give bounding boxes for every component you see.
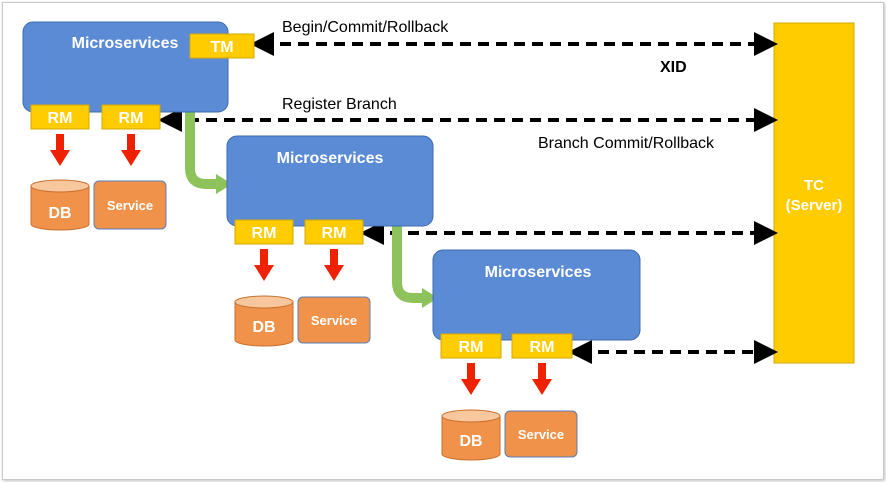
rm-box	[511, 333, 573, 359]
red-down-arrow-icon	[254, 249, 274, 281]
red-down-arrow-icon	[324, 249, 344, 281]
microservice-group-1: Microservices TM RM RM DB Service	[22, 21, 255, 231]
branch-commit-rollback-label: Branch Commit/Rollback	[538, 135, 715, 152]
rm-label: RM	[322, 225, 347, 242]
red-down-arrow-icon	[121, 134, 141, 166]
database-cylinder-icon	[441, 409, 501, 461]
service-box	[93, 180, 167, 230]
tm-box	[189, 33, 255, 59]
xid-label: XID	[660, 59, 687, 76]
service-label: Service	[311, 313, 357, 328]
service-box	[297, 296, 371, 344]
microservice-group-3: Microservices RM RM DB Service	[432, 249, 641, 461]
microservice-label: Microservices	[485, 264, 592, 281]
db-label: DB	[48, 205, 71, 222]
microservice-label: Microservices	[277, 150, 384, 167]
database-cylinder-icon	[30, 179, 90, 231]
tc-connectors	[158, 32, 778, 364]
begin-commit-rollback-label: Begin/Commit/Rollback	[282, 19, 449, 36]
rm-box	[234, 219, 294, 245]
tc-server-box	[773, 22, 855, 364]
tc-subtitle: (Server)	[786, 197, 843, 214]
rm-label: RM	[48, 110, 73, 127]
green-curved-arrow-icon	[392, 218, 424, 303]
rm-label: RM	[252, 225, 277, 242]
green-curved-arrow-icon	[185, 104, 218, 189]
tc-server: TC (Server)	[773, 22, 855, 364]
rm-box	[101, 104, 161, 130]
rm-box	[304, 219, 364, 245]
rm-label: RM	[119, 110, 144, 127]
red-down-arrow-icon	[50, 134, 70, 166]
service-label: Service	[518, 427, 564, 442]
database-cylinder-icon	[234, 295, 294, 347]
tm-label: TM	[210, 39, 233, 56]
tc-title: TC	[804, 177, 824, 194]
microservice-label: Microservices	[72, 35, 179, 52]
rm-box	[440, 333, 502, 359]
rm-box	[30, 104, 90, 130]
service-box	[504, 410, 578, 458]
red-down-arrow-icon	[461, 363, 481, 395]
rm-label: RM	[530, 339, 555, 356]
rm-label: RM	[459, 339, 484, 356]
service-label: Service	[107, 198, 153, 213]
db-label: DB	[459, 433, 482, 450]
red-down-arrow-icon	[532, 363, 552, 395]
db-label: DB	[252, 319, 275, 336]
microservice-group-2: Microservices RM RM DB Service	[226, 135, 434, 347]
green-arrow-head-icon	[422, 288, 438, 308]
branch-arrows	[185, 104, 438, 308]
green-arrow-head-icon	[216, 174, 232, 194]
register-branch-label: Register Branch	[282, 96, 397, 113]
